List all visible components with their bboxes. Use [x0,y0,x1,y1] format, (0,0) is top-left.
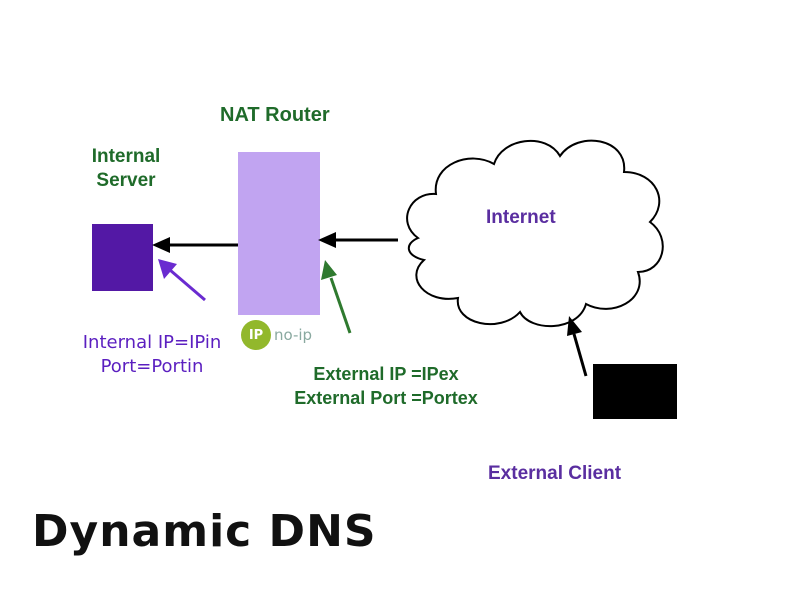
external-client-box [593,364,677,419]
arrow-internet-to-router [318,232,398,248]
external-ip-text: External IP =IPex [313,364,459,384]
page-title: Dynamic DNS [32,506,377,557]
internet-cloud-icon [406,139,664,327]
internal-server-box [92,224,153,291]
internal-address-annotation: Internal IP=IPin Port=Portin [62,331,242,379]
external-client-label: External Client [488,463,622,484]
noip-badge-icon: IP [241,320,271,350]
arrow-client-to-internet [567,316,588,377]
internal-port-text: Port=Portin [100,356,204,377]
arrow-router-to-server [152,237,238,253]
internal-server-label: Internal Server [91,146,161,191]
internal-ip-text: Internal IP=IPin [82,332,222,353]
external-port-text: External Port =Portex [294,388,478,408]
internet-label: Internet [486,207,556,228]
nat-router-box [238,152,320,315]
noip-wordmark: no-ip [274,326,313,344]
arrow-internal-annotation [158,259,206,302]
external-address-annotation: External IP =IPex External Port =Portex [266,362,506,410]
nat-router-label: NAT Router [220,104,330,126]
noip-logo: IP no-ip [241,320,312,350]
arrow-external-annotation [321,260,352,334]
